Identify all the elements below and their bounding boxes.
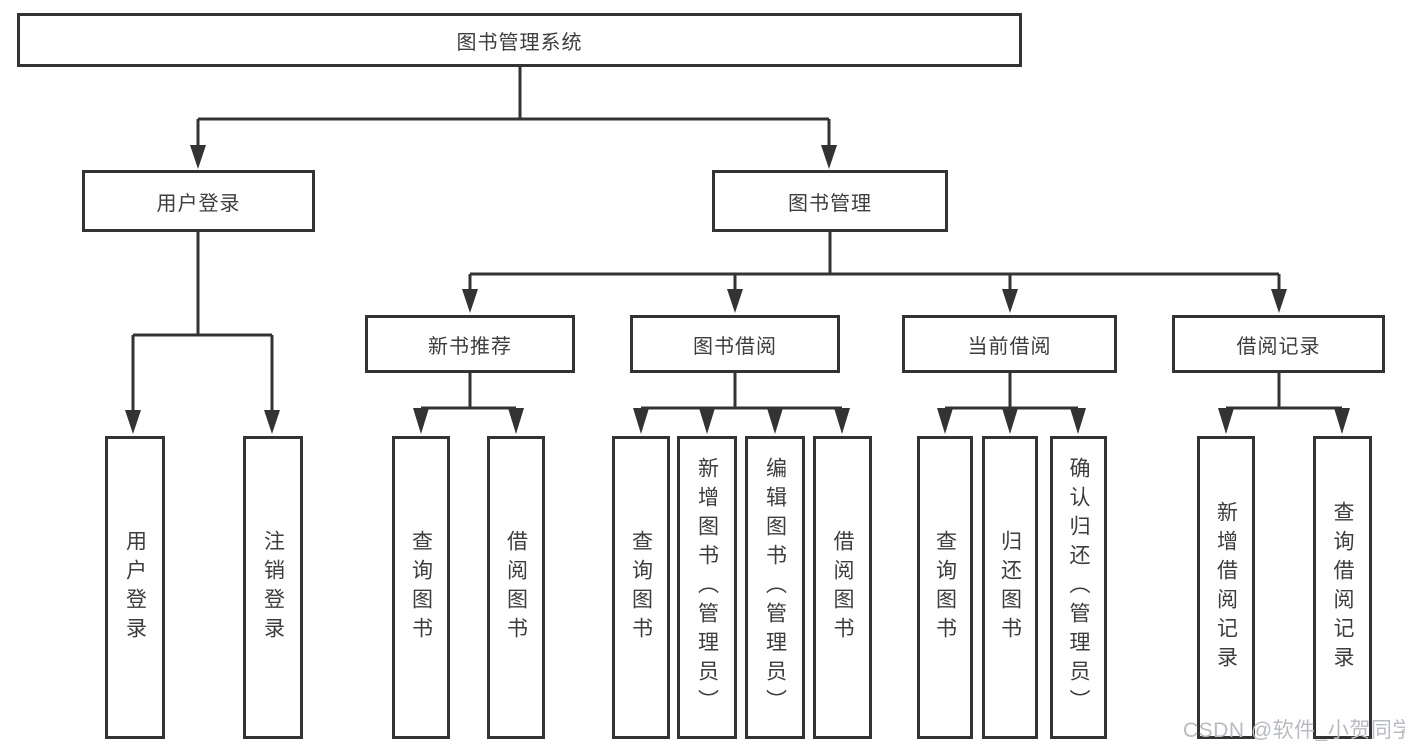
node-root: 图书管理系统 — [17, 13, 1022, 67]
leaf-borrow-books-recommend: 借阅图书 — [487, 436, 545, 739]
connector-root-to-level2 — [196, 67, 831, 147]
connector-book-borrow-group — [641, 373, 842, 410]
node-new-book-recommend-label: 新书推荐 — [428, 335, 512, 358]
node-user-login: 用户登录 — [82, 170, 315, 232]
leaf-borrow-books-2: 借阅图书 — [813, 436, 872, 739]
leaf-add-book-admin: 新增图书（管理员） — [677, 436, 737, 739]
leaf-query-borrow-record: 查询借阅记录 — [1313, 436, 1372, 739]
leaf-query-books-recommend: 查询图书 — [392, 436, 450, 739]
leaf-borrow-books-2-label: 借阅图书 — [831, 529, 854, 646]
leaf-query-books-current: 查询图书 — [917, 436, 973, 739]
leaf-borrow-books-recommend-label: 借阅图书 — [504, 529, 528, 646]
leaf-query-books-recommend-label: 查询图书 — [409, 529, 433, 646]
arrowheads-new-book-group — [413, 408, 524, 434]
arrowheads-level3 — [462, 289, 1287, 313]
node-borrow-records: 借阅记录 — [1172, 315, 1385, 373]
connector-current-borrow-group — [945, 373, 1078, 410]
leaf-confirm-return-admin: 确认归还（管理员） — [1050, 436, 1107, 739]
arrowheads-borrow-records-group — [1218, 408, 1350, 434]
node-current-borrow-label: 当前借阅 — [967, 335, 1052, 358]
node-book-management: 图书管理 — [712, 170, 948, 232]
arrowheads-user-login-group — [125, 410, 280, 434]
leaf-edit-book-admin-label: 编辑图书（管理员） — [763, 457, 787, 718]
node-book-borrow-label: 图书借阅 — [693, 335, 777, 358]
leaf-user-login-label: 用户登录 — [123, 529, 147, 646]
leaf-confirm-return-admin-label: 确认归还（管理员） — [1067, 457, 1090, 718]
leaf-add-borrow-record: 新增借阅记录 — [1197, 436, 1255, 739]
node-borrow-records-label: 借阅记录 — [1236, 335, 1321, 358]
node-current-borrow: 当前借阅 — [902, 315, 1117, 373]
connector-book-management-group — [468, 232, 1281, 291]
watermark-text: CSDN @软件_小贺同学 — [1183, 719, 1405, 742]
node-new-book-recommend: 新书推荐 — [365, 315, 575, 373]
connector-new-book-group — [421, 373, 516, 410]
leaf-add-book-admin-label: 新增图书（管理员） — [695, 457, 719, 718]
leaf-logout: 注销登录 — [243, 436, 303, 739]
leaf-return-books: 归还图书 — [982, 436, 1038, 739]
node-book-management-label: 图书管理 — [788, 192, 872, 215]
node-book-borrow: 图书借阅 — [630, 315, 840, 373]
leaf-query-borrow-record-label: 查询借阅记录 — [1331, 500, 1354, 675]
arrowheads-current-borrow-group — [937, 408, 1086, 434]
node-root-label: 图书管理系统 — [456, 31, 583, 54]
arrowheads-book-borrow-group — [633, 408, 850, 434]
node-user-login-label: 用户登录 — [156, 192, 241, 215]
leaf-query-books-current-label: 查询图书 — [933, 529, 957, 646]
leaf-query-books-borrow: 查询图书 — [612, 436, 670, 739]
leaf-logout-label: 注销登录 — [261, 529, 285, 646]
leaf-add-borrow-record-label: 新增借阅记录 — [1214, 500, 1238, 675]
arrowheads-level2 — [190, 145, 837, 169]
leaf-user-login: 用户登录 — [105, 436, 165, 739]
connector-user-login-group — [131, 232, 274, 412]
leaf-edit-book-admin: 编辑图书（管理员） — [745, 436, 805, 739]
leaf-query-books-borrow-label: 查询图书 — [629, 529, 653, 646]
connector-borrow-records-group — [1226, 373, 1342, 410]
leaf-return-books-label: 归还图书 — [998, 529, 1022, 646]
